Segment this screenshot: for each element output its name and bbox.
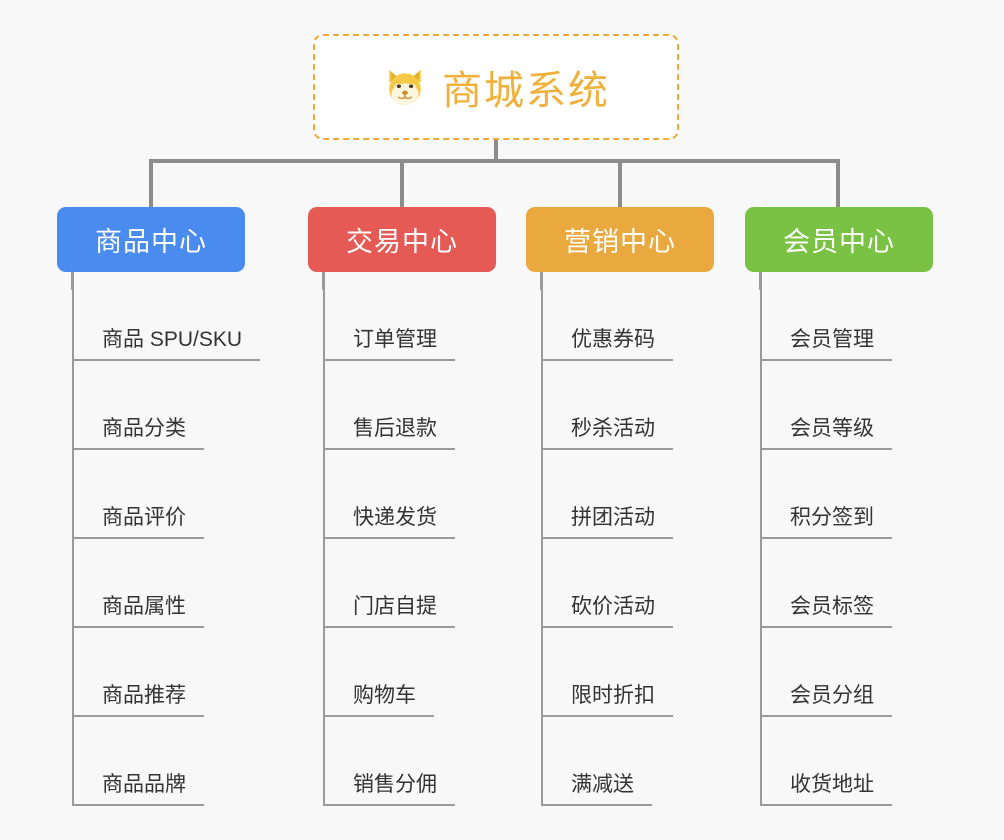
leaf-item[interactable]: 会员标签 — [745, 539, 945, 628]
leaf-item[interactable]: 快递发货 — [308, 450, 508, 539]
leaf-item[interactable]: 商品 SPU/SKU — [57, 272, 275, 361]
leaf-spine-0 — [72, 272, 74, 806]
leaf-item[interactable]: 商品推荐 — [57, 628, 275, 717]
leaf-label: 商品 SPU/SKU — [72, 327, 261, 361]
leaf-item[interactable]: 满减送 — [526, 717, 726, 806]
leaf-label: 积分签到 — [760, 505, 892, 539]
leaf-list-2: 优惠券码 秒杀活动 拼团活动 砍价活动 限时折扣 满减送 — [526, 272, 726, 806]
leaf-item[interactable]: 收货地址 — [745, 717, 945, 806]
leaf-label: 秒杀活动 — [541, 416, 673, 450]
leaf-label: 快递发货 — [323, 505, 455, 539]
leaf-item[interactable]: 砍价活动 — [526, 539, 726, 628]
leaf-label: 会员标签 — [760, 594, 892, 628]
leaf-item[interactable]: 商品品牌 — [57, 717, 275, 806]
leaf-item[interactable]: 购物车 — [308, 628, 508, 717]
root-node[interactable]: 商城系统 — [313, 34, 679, 140]
connector-drop-4 — [836, 159, 840, 207]
leaf-label: 限时折扣 — [541, 683, 673, 717]
leaf-list-1: 订单管理 售后退款 快递发货 门店自提 购物车 销售分佣 — [308, 272, 508, 806]
leaf-item[interactable]: 限时折扣 — [526, 628, 726, 717]
leaf-label: 会员管理 — [760, 327, 892, 361]
leaf-label: 商品推荐 — [72, 683, 204, 717]
leaf-item[interactable]: 优惠券码 — [526, 272, 726, 361]
leaf-label: 满减送 — [541, 772, 652, 806]
leaf-label: 优惠券码 — [541, 327, 673, 361]
leaf-label: 订单管理 — [323, 327, 455, 361]
leaf-spine-2 — [541, 272, 543, 806]
leaf-label: 售后退款 — [323, 416, 455, 450]
connector-drop-2 — [400, 159, 404, 207]
leaf-item[interactable]: 商品属性 — [57, 539, 275, 628]
connector-drop-3 — [618, 159, 622, 207]
leaf-item[interactable]: 会员管理 — [745, 272, 945, 361]
leaf-label: 砍价活动 — [541, 594, 673, 628]
leaf-spine-3 — [760, 272, 762, 806]
category-header-3[interactable]: 会员中心 — [745, 207, 933, 272]
leaf-label: 销售分佣 — [323, 772, 455, 806]
category-column-会员中心: 会员中心 会员管理 会员等级 积分签到 会员标签 会员分组 收货地址 — [745, 207, 945, 806]
leaf-list-0: 商品 SPU/SKU 商品分类 商品评价 商品属性 商品推荐 商品品牌 — [57, 272, 275, 806]
category-column-营销中心: 营销中心 优惠券码 秒杀活动 拼团活动 砍价活动 限时折扣 满减送 — [526, 207, 726, 806]
leaf-label: 拼团活动 — [541, 505, 673, 539]
shiba-dog-face-icon — [382, 64, 428, 110]
root-title: 商城系统 — [442, 69, 610, 113]
category-column-交易中心: 交易中心 订单管理 售后退款 快递发货 门店自提 购物车 销售分佣 — [308, 207, 508, 806]
category-header-1[interactable]: 交易中心 — [308, 207, 496, 272]
connector-root-stem — [494, 140, 498, 162]
leaf-item[interactable]: 积分签到 — [745, 450, 945, 539]
category-column-商品中心: 商品中心 商品 SPU/SKU 商品分类 商品评价 商品属性 商品推荐 商品品牌 — [57, 207, 275, 806]
leaf-label: 门店自提 — [323, 594, 455, 628]
leaf-item[interactable]: 销售分佣 — [308, 717, 508, 806]
leaf-item[interactable]: 会员分组 — [745, 628, 945, 717]
leaf-label: 会员分组 — [760, 683, 892, 717]
leaf-label: 会员等级 — [760, 416, 892, 450]
leaf-item[interactable]: 会员等级 — [745, 361, 945, 450]
leaf-label: 收货地址 — [760, 772, 892, 806]
leaf-list-3: 会员管理 会员等级 积分签到 会员标签 会员分组 收货地址 — [745, 272, 945, 806]
category-header-2[interactable]: 营销中心 — [526, 207, 714, 272]
leaf-label: 商品属性 — [72, 594, 204, 628]
connector-horizontal-bus — [149, 159, 840, 163]
connector-drop-1 — [149, 159, 153, 207]
leaf-label: 商品品牌 — [72, 772, 204, 806]
leaf-label: 商品分类 — [72, 416, 204, 450]
leaf-label: 商品评价 — [72, 505, 204, 539]
leaf-item[interactable]: 秒杀活动 — [526, 361, 726, 450]
leaf-item[interactable]: 门店自提 — [308, 539, 508, 628]
leaf-label: 购物车 — [323, 683, 434, 717]
leaf-item[interactable]: 售后退款 — [308, 361, 508, 450]
leaf-item[interactable]: 拼团活动 — [526, 450, 726, 539]
leaf-item[interactable]: 商品分类 — [57, 361, 275, 450]
leaf-item[interactable]: 商品评价 — [57, 450, 275, 539]
category-header-0[interactable]: 商品中心 — [57, 207, 245, 272]
leaf-item[interactable]: 订单管理 — [308, 272, 508, 361]
leaf-spine-1 — [323, 272, 325, 806]
